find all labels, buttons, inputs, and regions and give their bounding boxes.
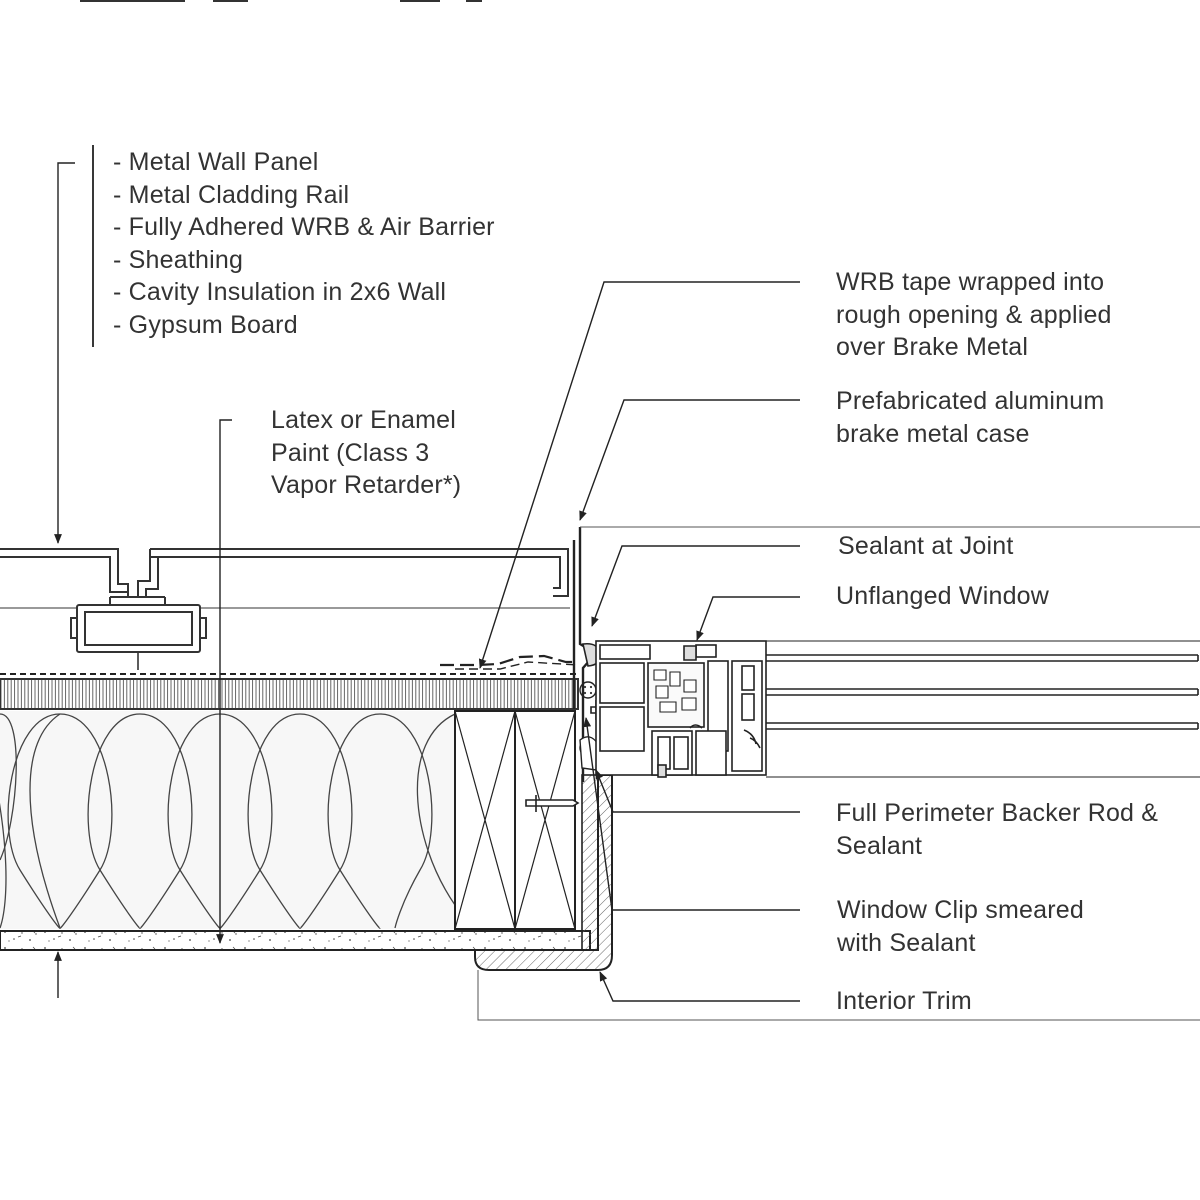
paint-note-line: Paint (Class 3 (271, 438, 430, 467)
wall-assembly-item: - Metal Cladding Rail (113, 180, 350, 209)
glazing-unit (598, 640, 1200, 778)
unflanged-window-frame (595, 640, 767, 778)
metal-wall-panel (0, 548, 570, 609)
leader-lines (54, 145, 800, 1002)
callout-line: Full Perimeter Backer Rod & (836, 799, 1159, 827)
metal-cladding-rail (70, 596, 207, 670)
wall-assembly-item: - Metal Wall Panel (113, 148, 319, 176)
interior-trim (474, 774, 613, 971)
backer-rod-callout: Full Perimeter Backer Rod & Sealant (836, 797, 1158, 862)
wood-studs (454, 710, 576, 930)
callout-line: rough opening & applied (836, 300, 1112, 329)
callout-line: with Sealant (837, 928, 976, 957)
window-clip-callout: Window Clip smeared with Sealant (837, 894, 1084, 959)
wrb-tape-callout: WRB tape wrapped into rough opening & ap… (836, 266, 1112, 364)
wall-assembly-list: - Metal Wall Panel - Metal Cladding Rail… (113, 146, 495, 341)
unflanged-window-callout: Unflanged Window (836, 580, 1049, 613)
rough-opening-lines (477, 526, 1200, 1021)
callout-line: Sealant at Joint (838, 532, 1014, 560)
sheathing (0, 678, 579, 710)
cavity-insulation (0, 711, 456, 929)
interior-trim-callout: Interior Trim (836, 985, 972, 1018)
callout-line: WRB tape wrapped into (836, 268, 1105, 296)
backer-rod-sealant (579, 681, 599, 771)
callout-line: Interior Trim (836, 987, 972, 1015)
paint-note-line: Vapor Retarder*) (271, 471, 462, 499)
sealant-joint-callout: Sealant at Joint (838, 530, 1014, 563)
wrb-air-barrier-layer (0, 654, 580, 675)
callout-line: Unflanged Window (836, 582, 1050, 610)
paint-note-line: Latex or Enamel (271, 406, 457, 434)
wall-assembly-item: - Fully Adhered WRB & Air Barrier (113, 213, 495, 241)
wall-assembly-item: - Sheathing (113, 245, 244, 274)
gypsum-board (0, 930, 591, 951)
brake-metal-callout: Prefabricated aluminum brake metal case (836, 385, 1104, 450)
callout-line: Prefabricated aluminum (836, 387, 1105, 415)
wall-assembly-item: - Cavity Insulation in 2x6 Wall (113, 278, 447, 306)
callout-line: Window Clip smeared (837, 896, 1084, 924)
wall-assembly-item: - Gypsum Board (113, 310, 298, 339)
paint-note-label: Latex or Enamel Paint (Class 3 Vapor Ret… (271, 404, 461, 502)
callout-line: Sealant (836, 831, 923, 860)
callout-line: over Brake Metal (836, 333, 1029, 361)
callout-line: brake metal case (836, 419, 1030, 448)
